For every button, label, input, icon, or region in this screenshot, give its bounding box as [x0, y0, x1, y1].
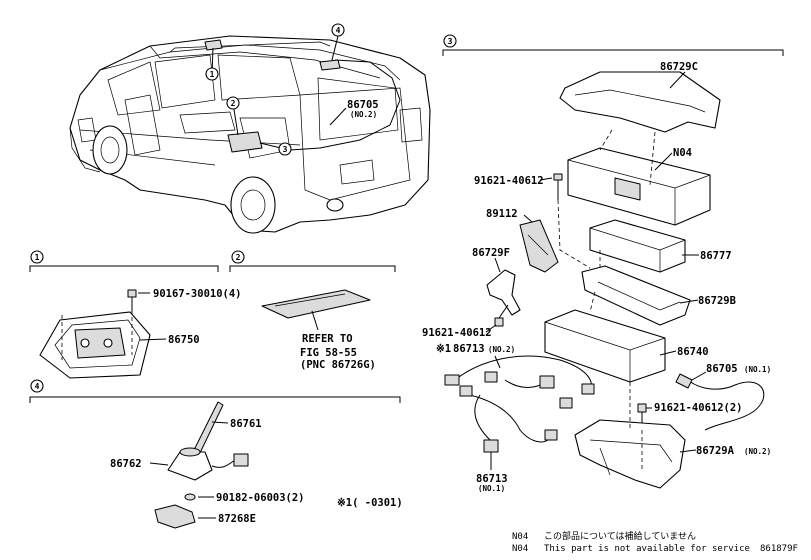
legend: N04 この部品については補給していません N04 This part is n… [512, 530, 798, 554]
range-note: ※1( -0301) [337, 497, 403, 509]
part-86729A-no2: 86729A [696, 445, 735, 457]
callout-4-car: 4 [336, 26, 341, 35]
diagram-id: 861879F [760, 544, 798, 554]
section-3: 3 86729C N04 91621-40612 89112 86729F [422, 34, 784, 493]
part-86729A-no2-sub: (NO.2) [744, 447, 771, 456]
section-3-marker: 3 [448, 37, 453, 46]
section-4: 4 86761 86762 90182-06003(2) 87268E ※1( … [29, 379, 403, 529]
legend-text-ja: この部品については補給していません [544, 530, 696, 542]
legend-code-en: N04 [512, 544, 528, 554]
part-86705-no2-sub: (NO.2) [350, 110, 377, 119]
refer-pnc: (PNC 86726G) [300, 359, 376, 371]
legend-text-en: This part is not available for service [544, 544, 750, 554]
part-86762: 86762 [110, 458, 142, 470]
part-90182-06003: 90182-06003(2) [216, 492, 305, 504]
part-86705-no1-sub: (NO.1) [744, 365, 771, 374]
part-91621-40612-top: 91621-40612 [474, 175, 544, 187]
refer-to-label: REFER TO [302, 333, 353, 345]
part-86740: 86740 [677, 346, 709, 358]
part-90167-30010: 90167-30010(4) [153, 288, 242, 300]
part-86750: 86750 [168, 334, 200, 346]
callout-3-car: 3 [283, 145, 288, 154]
callout-1-car: 1 [210, 70, 215, 79]
legend-code-ja: N04 [512, 532, 528, 542]
part-86713-no1-sub: (NO.1) [478, 484, 505, 493]
part-87268E: 87268E [218, 513, 256, 525]
part-91621-40612-mid: 91621-40612 [422, 327, 492, 339]
refer-fig: FIG 58-55 [300, 347, 357, 359]
section-2-marker: 2 [236, 253, 241, 262]
section-4-marker: 4 [35, 382, 40, 391]
callout-2-car: 2 [231, 99, 236, 108]
part-86713-no1: 86713 [476, 473, 508, 485]
section-2: 2 REFER TO FIG 58-55 (PNC 86726G) [229, 250, 396, 371]
part-86729F: 86729F [472, 247, 510, 259]
part-86761: 86761 [230, 418, 262, 430]
section-1-marker: 1 [35, 253, 40, 262]
part-86713-no2: 86713 [453, 343, 485, 355]
part-86705-no2: 86705 [347, 99, 379, 111]
section-1: 1 90167-30010(4) 86750 [29, 250, 242, 379]
part-91621-40612-low: 91621-40612(2) [654, 402, 743, 414]
part-89112: 89112 [486, 208, 518, 220]
car-callouts: 1 2 3 4 86705 (NO.2) [205, 23, 379, 156]
part-N04: N04 [673, 147, 692, 159]
part-86777: 86777 [700, 250, 732, 262]
part-86729B: 86729B [698, 295, 736, 307]
part-86713-no2-ref: ※1 [436, 343, 451, 355]
part-86729C: 86729C [660, 61, 698, 73]
vehicle-illustration [69, 35, 431, 234]
part-86713-no2-sub: (NO.2) [488, 345, 515, 354]
part-86705-no1: 86705 [706, 363, 738, 375]
